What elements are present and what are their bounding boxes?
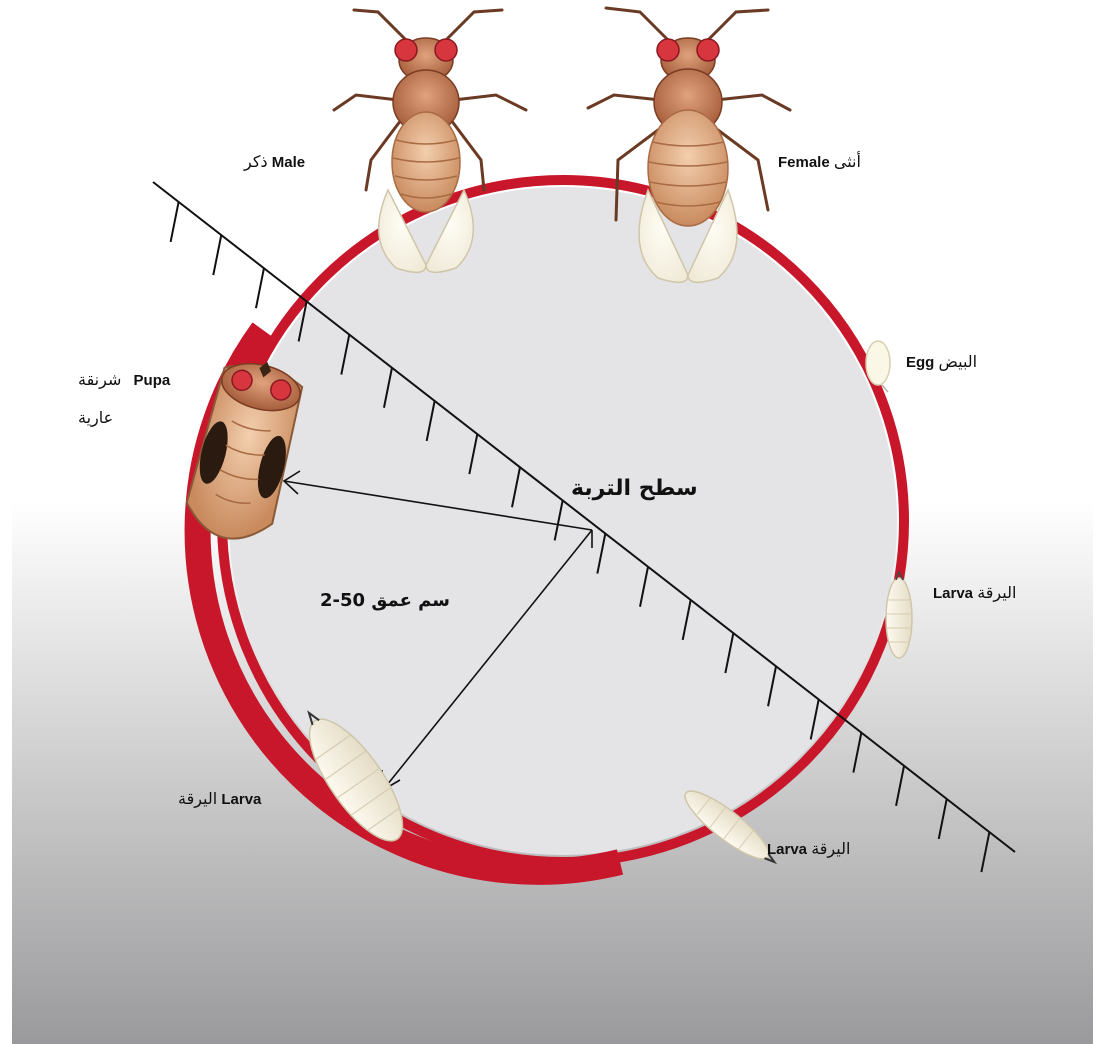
male-label-ar: ذكر [244,152,268,171]
male-label: ذكر Male [244,152,305,171]
egg-label-en: Egg [906,354,934,371]
larva-left-label: اليرقة Larva [178,789,261,808]
larva-bottom-label: Larva اليرقة [767,839,850,858]
depth-label: 2-50 سم عمق [320,590,450,611]
larva-left-label-en: Larva [221,791,261,808]
male-label-en: Male [272,154,305,171]
female-label-en: Female [778,154,830,171]
larva-left-label-ar: اليرقة [178,789,217,808]
pupa-label-ar-2: عارية [78,408,113,427]
larva-right-label-ar: اليرقة [977,583,1016,602]
soil-surface-label: سطح التربة [571,476,698,501]
female-label-ar: أنثى [834,152,861,171]
egg-label-ar: البيض [939,352,978,371]
pupa-label-en: Pupa [134,372,171,389]
pupa-label: شرنقة Pupa [78,370,170,389]
egg-label: Egg البيض [906,352,977,371]
pupa-label-ar-1: شرنقة [78,370,121,389]
larva-bottom-label-ar: اليرقة [811,839,850,858]
larva-bottom-label-en: Larva [767,841,807,858]
female-label: Female أنثى [778,152,861,171]
right-margin [1093,0,1105,1044]
larva-right-label: Larva اليرقة [933,583,1016,602]
larva-right-label-en: Larva [933,585,973,602]
left-margin [0,0,12,1044]
